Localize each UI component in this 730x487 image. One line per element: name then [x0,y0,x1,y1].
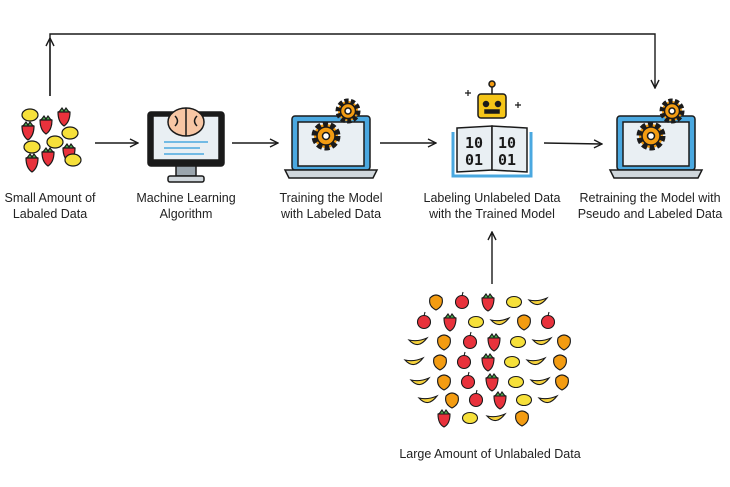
orange-icon [515,410,529,427]
label-ml-algorithm: Machine Learning Algorithm [126,190,246,222]
binary-right-row2: 01 [498,151,516,169]
apple-icon [468,389,484,408]
strawberry-icon [443,313,457,332]
flow-arrows [49,33,655,284]
gear-icon [311,121,341,151]
strawberry-icon [41,146,55,167]
orange-icon [445,392,459,409]
banana-icon [531,336,553,346]
lemon-icon [61,126,79,140]
book-binary-text: 10 01 10 01 [465,134,516,169]
banana-icon [527,296,549,306]
banana-icon [525,356,547,366]
label-line: Retraining the Model with [579,191,721,205]
strawberry-icon [481,353,495,372]
laptop-gear-icon-training [283,98,379,179]
laptop-gear-icon-retraining [608,98,704,179]
label-line: Training the Model [279,191,383,205]
robot-book-icon [451,80,533,178]
banana-icon [409,376,431,386]
orange-icon [429,294,443,311]
lemon-icon [503,355,521,369]
gear-icon [636,121,666,151]
strawberry-icon [493,391,507,410]
lemon-icon [64,153,82,167]
label-line: Small Amount of [4,191,96,205]
orange-icon [433,354,447,371]
strawberry-icon [21,120,35,141]
lemon-icon [46,135,64,149]
banana-icon [417,394,439,404]
banana-icon [403,356,425,366]
large-unlabeled-data-cluster [403,291,571,428]
banana-icon [485,412,507,422]
binary-left-row1: 10 [465,134,483,152]
orange-icon [555,374,569,391]
orange-icon [437,374,451,391]
label-training: Training the Model with Labeled Data [270,190,392,222]
lemon-icon [505,295,523,309]
apple-icon [462,331,478,350]
orange-icon [517,314,531,331]
label-unlabeled-data: Large Amount of Unlabaled Data [370,446,610,462]
strawberry-icon [437,409,451,428]
lemon-icon [23,140,41,154]
strawberry-icon [25,152,39,173]
apple-icon [456,351,472,370]
apple-icon [540,311,556,330]
label-line: Pseudo and Labeled Data [577,207,723,221]
arrow-top-loop [49,33,655,96]
binary-left-row2: 01 [465,151,483,169]
label-line: Machine Learning [136,191,236,205]
label-retraining: Retraining the Model with Pseudo and Lab… [572,190,728,222]
monitor-brain-icon [147,107,225,183]
banana-icon [407,336,429,346]
apple-icon [416,311,432,330]
apple-icon [454,291,470,310]
sparkle-icon [465,90,521,108]
label-line: Labaled Data [12,207,88,221]
gear-icon [659,98,685,124]
book-icon [451,125,533,178]
strawberry-icon [57,106,71,127]
banana-icon [489,316,511,326]
gear-icon [335,98,361,124]
lemon-icon [515,393,533,407]
robot-icon [477,80,507,119]
strawberry-icon [481,293,495,312]
orange-icon [437,334,451,351]
lemon-icon [21,108,39,122]
banana-icon [537,394,559,404]
strawberry-icon [485,373,499,392]
small-labeled-data-cluster [21,106,82,173]
lemon-icon [507,375,525,389]
lemon-icon [467,315,485,329]
label-labeling: Labeling Unlabeled Data with the Trained… [418,190,566,222]
label-line: Labeling Unlabeled Data [423,191,561,205]
strawberry-icon [39,114,53,135]
orange-icon [557,334,571,351]
binary-right-row1: 10 [498,134,516,152]
label-line: Algorithm [159,207,213,221]
arrow-labeling-to-retraining [543,143,602,144]
banana-icon [529,376,551,386]
label-small-labeled-data: Small Amount of Labaled Data [0,190,100,222]
orange-icon [553,354,567,371]
strawberry-icon [487,333,501,352]
label-line: with Labeled Data [280,207,382,221]
apple-icon [460,371,476,390]
lemon-icon [461,411,479,425]
label-line: Large Amount of Unlabaled Data [399,447,581,461]
brain-icon [167,107,205,137]
lemon-icon [509,335,527,349]
label-line: with the Trained Model [429,207,555,221]
